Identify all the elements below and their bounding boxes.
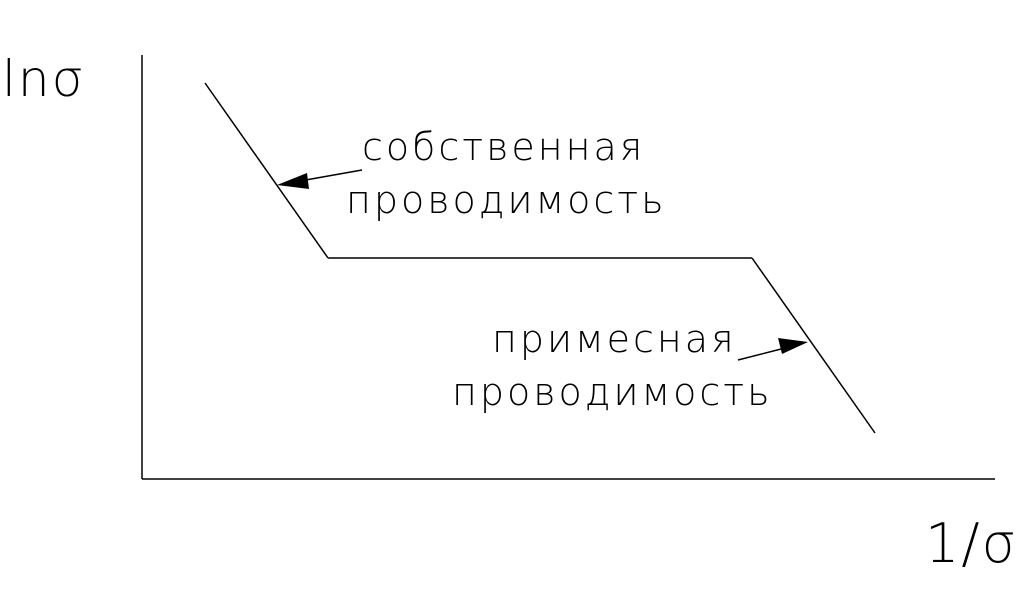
- intrinsic-leader-line: [299, 169, 363, 182]
- impurity-label-line1: примесная: [492, 317, 737, 361]
- intrinsic-arrowhead: [277, 173, 309, 189]
- y-axis-label: lnσ: [2, 50, 85, 108]
- intrinsic-segment: [204, 82, 329, 259]
- impurity-arrowhead: [778, 338, 808, 354]
- impurity-leader-line: [737, 347, 786, 361]
- x-axis-label: 1/σ: [925, 512, 1018, 575]
- intrinsic-label-line1: собственная: [362, 125, 645, 169]
- impurity-segment: [751, 257, 876, 434]
- impurity-label-line2: проводимость: [452, 370, 773, 414]
- intrinsic-label-line2: проводимость: [346, 178, 667, 222]
